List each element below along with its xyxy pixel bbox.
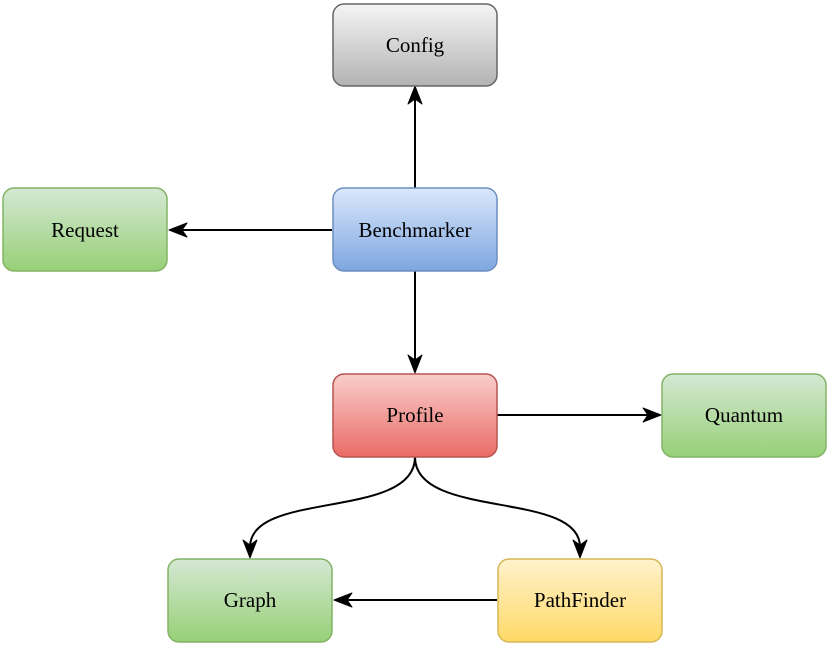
edges — [168, 85, 662, 608]
node-pathfinder[interactable]: PathFinder — [497, 558, 663, 643]
node-benchmarker[interactable]: Benchmarker — [332, 187, 498, 272]
node-config-label: Config — [386, 33, 445, 57]
arrow-head-icon — [333, 592, 353, 608]
arrow-head-icon — [407, 354, 423, 374]
edge-benchmarker-to-config — [407, 85, 423, 188]
node-graph[interactable]: Graph — [167, 558, 333, 643]
node-request[interactable]: Request — [2, 187, 168, 272]
arrow-head-icon — [572, 539, 588, 559]
edge-pathfinder-to-graph — [333, 592, 497, 608]
edge-profile-to-graph — [242, 456, 416, 559]
arrow-head-icon — [407, 85, 423, 105]
node-benchmarker-label: Benchmarker — [358, 218, 471, 242]
edge-profile-to-quantum — [497, 407, 662, 423]
node-graph-label: Graph — [224, 588, 277, 612]
edge-profile-to-pathfinder — [414, 456, 588, 559]
edge-benchmarker-to-request — [168, 222, 332, 238]
node-quantum-label: Quantum — [705, 403, 783, 427]
node-quantum[interactable]: Quantum — [661, 373, 827, 458]
node-pathfinder-label: PathFinder — [534, 588, 626, 612]
node-request-label: Request — [51, 218, 119, 242]
arrow-head-icon — [642, 407, 662, 423]
node-profile-label: Profile — [386, 403, 443, 427]
arrow-head-icon — [168, 222, 188, 238]
arrow-head-icon — [242, 539, 258, 559]
node-profile[interactable]: Profile — [332, 373, 498, 458]
edge-benchmarker-to-profile — [407, 271, 423, 374]
node-config[interactable]: Config — [332, 3, 498, 87]
